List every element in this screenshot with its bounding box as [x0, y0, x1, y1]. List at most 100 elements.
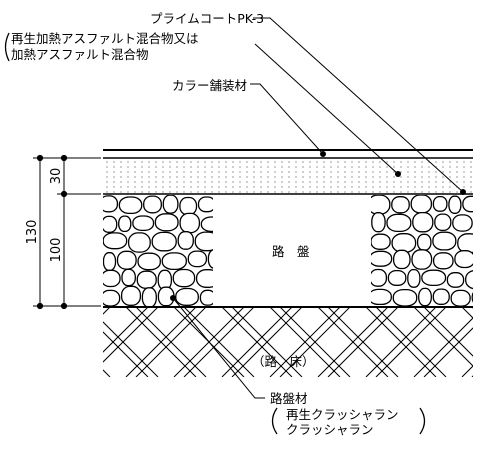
leader-dot-asphalt	[395, 171, 401, 177]
stone	[371, 288, 392, 306]
hatch-line	[375, 307, 447, 377]
dim-upper-label: 30	[49, 168, 64, 185]
stone	[217, 290, 240, 306]
stone	[103, 269, 121, 288]
hatch-line	[125, 307, 197, 377]
stone	[127, 232, 151, 253]
paren-left-asphalt	[4, 32, 10, 62]
stone	[371, 195, 391, 215]
stone	[172, 268, 196, 288]
stone	[432, 288, 450, 305]
stone	[412, 211, 434, 233]
surface-layers	[103, 149, 473, 195]
stone	[474, 217, 492, 233]
stone	[371, 268, 388, 287]
stone	[118, 215, 132, 233]
dim-dot	[60, 154, 68, 162]
label-base-option1: 再生クラッシャラン	[286, 407, 399, 422]
stone	[411, 249, 433, 270]
label-base-option2: クラッシャラン	[286, 422, 374, 437]
stone	[154, 213, 179, 232]
label-roadbed: 路 盤	[272, 244, 310, 259]
stone	[136, 270, 157, 289]
dim-dot	[36, 302, 44, 310]
stone	[392, 288, 418, 307]
hatch-line	[471, 375, 473, 377]
stone	[187, 250, 208, 268]
stone	[103, 215, 118, 233]
stone	[141, 287, 157, 307]
stone	[452, 214, 473, 232]
leader-asphalt	[254, 43, 399, 175]
stone	[465, 270, 473, 290]
stone	[175, 287, 199, 306]
dim-dot	[60, 302, 68, 310]
hatch-line	[279, 307, 351, 377]
hatch-line	[221, 307, 293, 377]
hatch-line	[413, 317, 473, 377]
stone	[410, 195, 433, 214]
stone	[371, 233, 391, 250]
stone	[434, 213, 452, 232]
stone	[477, 251, 495, 266]
dim-lower-label: 100	[49, 238, 64, 263]
stone	[371, 250, 393, 267]
stone	[103, 289, 121, 307]
stone	[418, 287, 432, 307]
hatch-line	[327, 307, 399, 377]
stone	[391, 196, 410, 214]
hatch-line	[103, 307, 149, 353]
stone	[471, 292, 473, 303]
hatch-line	[103, 369, 111, 377]
hatch-line	[103, 307, 159, 363]
leader-dot-color-paving	[320, 151, 326, 157]
roadbed-stones-right	[371, 195, 495, 307]
stone	[200, 216, 213, 233]
hatch-line	[461, 365, 473, 377]
stone	[121, 268, 136, 287]
stone	[421, 269, 447, 287]
stone	[199, 289, 213, 306]
leader-color-paving	[250, 83, 324, 155]
stone	[462, 195, 473, 213]
stone	[116, 250, 137, 270]
stone	[371, 212, 386, 233]
leader-dot-prime-coat	[460, 189, 466, 195]
stone	[103, 195, 119, 213]
stone	[207, 249, 213, 269]
hatch-line	[231, 307, 303, 377]
paren-right-base	[419, 407, 426, 435]
roadbed-layer	[103, 195, 495, 308]
hatch-line	[269, 307, 341, 377]
stone	[194, 231, 213, 252]
stone	[179, 196, 198, 216]
stone	[132, 215, 155, 232]
hatch-line	[183, 307, 255, 377]
hatch-line	[30, 307, 100, 377]
dim-dot	[60, 190, 68, 198]
stone	[103, 252, 117, 272]
hatch-line	[423, 327, 473, 377]
hatch-line	[103, 307, 111, 315]
leader-base-material	[172, 297, 265, 399]
hatch-line	[471, 307, 473, 309]
stone	[446, 272, 465, 288]
stone	[457, 233, 473, 254]
stone	[143, 195, 162, 214]
stone	[162, 195, 179, 214]
stone	[432, 195, 448, 212]
stone	[197, 196, 213, 213]
stone	[391, 233, 417, 253]
stone	[432, 231, 457, 251]
stone	[118, 196, 143, 215]
stone	[179, 212, 201, 234]
label-asphalt-line1: 再生加熱アスファルト混合物又は	[11, 31, 199, 46]
dim-total-label: 130	[25, 220, 40, 245]
leader-lines	[172, 17, 464, 399]
stone	[161, 252, 187, 271]
hatch-line	[30, 307, 100, 377]
label-asphalt-line2: 加熱アスファルト混合物	[11, 47, 149, 62]
dimension-lines	[33, 154, 101, 310]
leader-dot-base-material	[170, 295, 176, 301]
